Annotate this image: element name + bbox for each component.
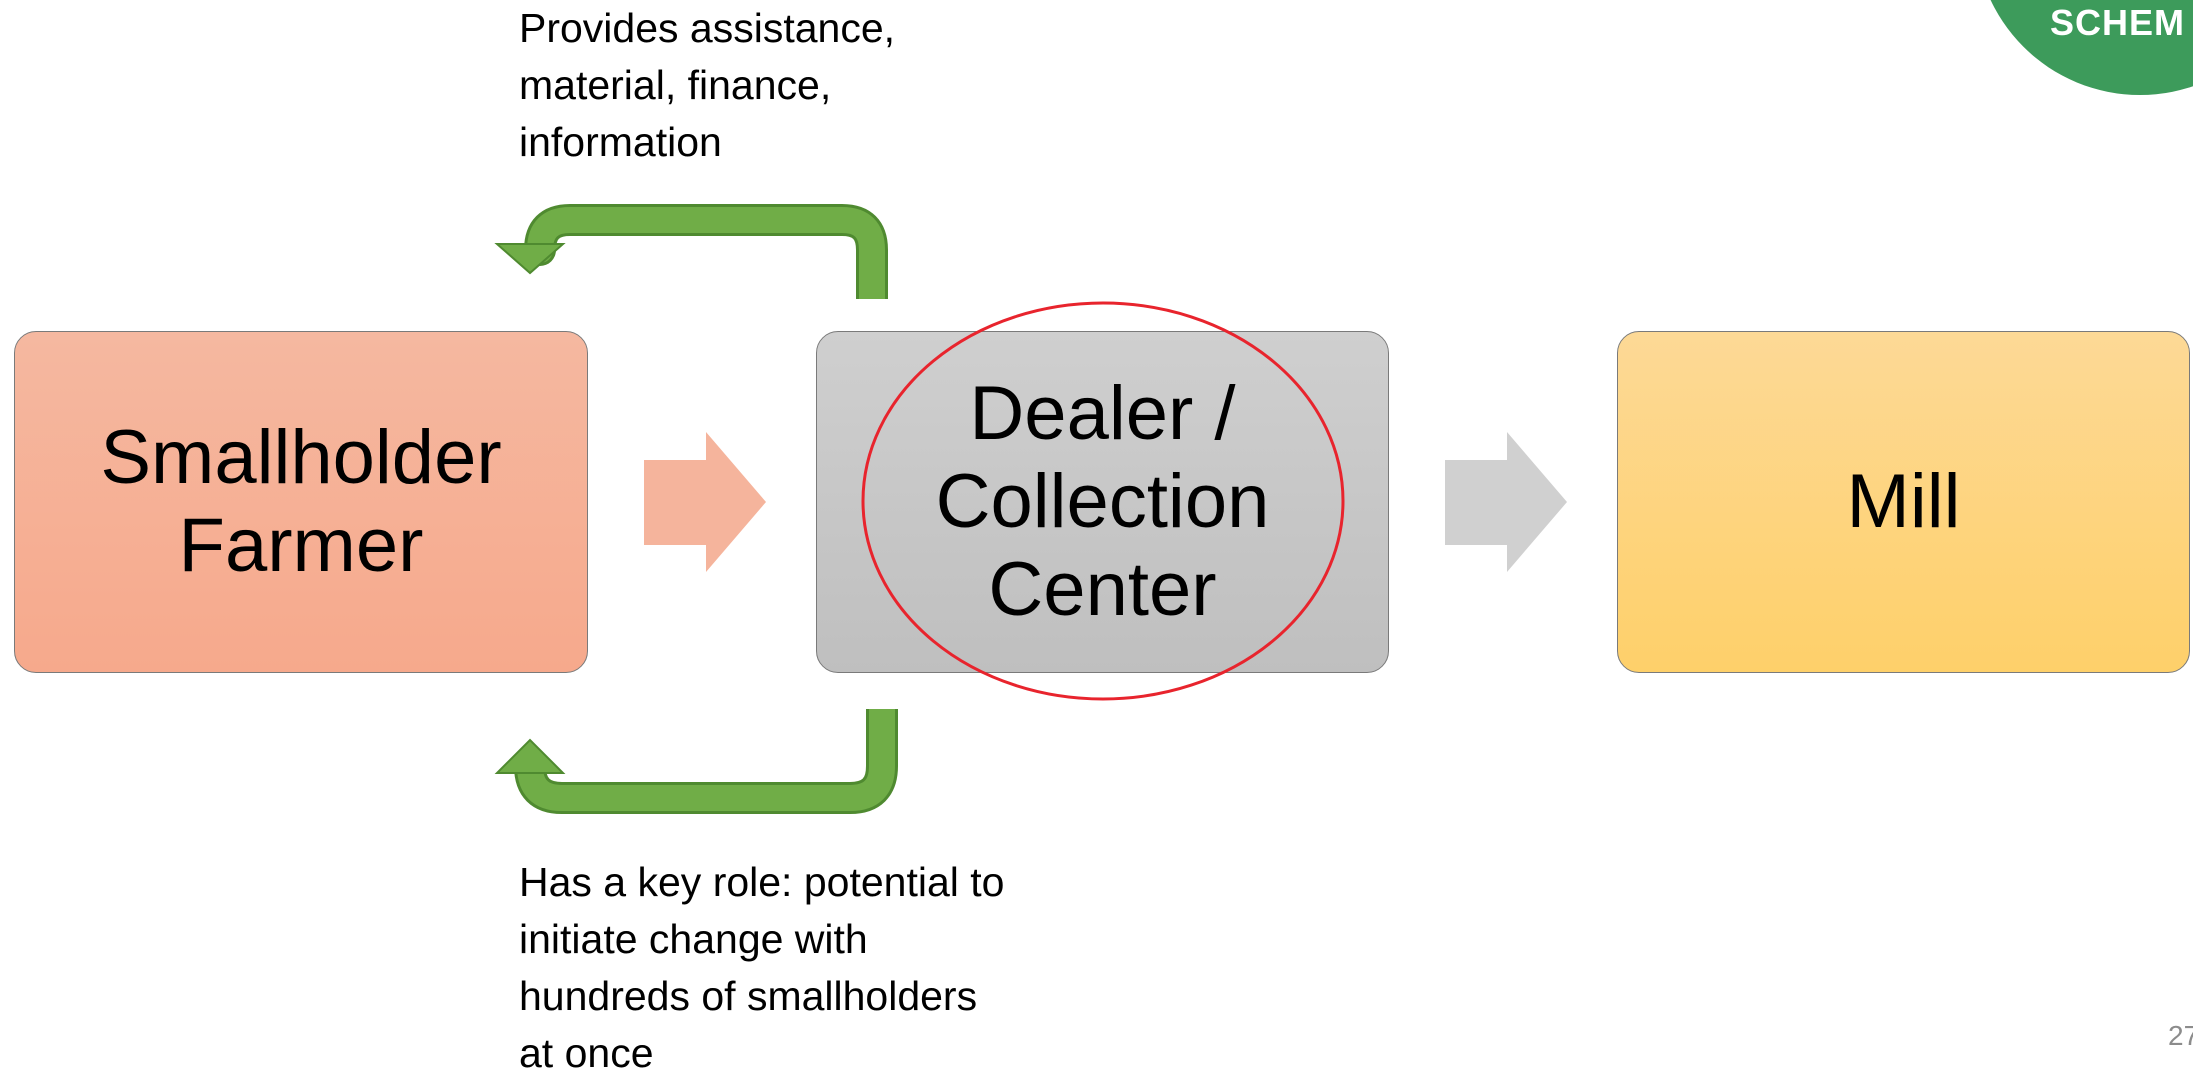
- node-smallholder-farmer: Smallholder Farmer: [14, 331, 588, 673]
- node-dealer-collection-center: Dealer / Collection Center: [816, 331, 1389, 673]
- bottom-feedback-arrow: [494, 709, 898, 814]
- node-mill: Mill: [1617, 331, 2190, 673]
- note-key-role: Has a key role: potential to initiate ch…: [519, 859, 1005, 1076]
- node-dealer-label: Dealer / Collection Center: [935, 371, 1270, 632]
- node-smallholder-label: Smallholder Farmer: [100, 415, 502, 588]
- note-provides-assistance: Provides assistance, material, finance, …: [519, 5, 896, 165]
- top-feedback-arrow: [494, 204, 888, 299]
- page-number: 27: [2168, 1020, 2193, 1051]
- badge-label: SCHEM: [2050, 2, 2186, 43]
- flow-arrow-dealer-to-mill: [1445, 432, 1567, 572]
- flow-arrow-farmer-to-dealer: [644, 432, 766, 572]
- node-mill-label: Mill: [1846, 459, 1961, 544]
